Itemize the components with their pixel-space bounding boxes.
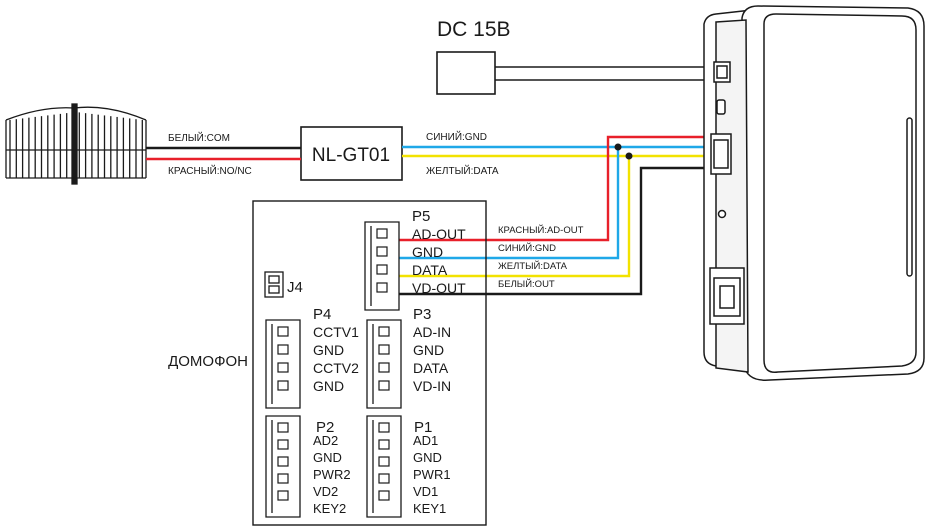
connector-pin xyxy=(378,344,390,355)
connector-pin-label: GND xyxy=(413,450,442,465)
connector-pin xyxy=(378,362,390,373)
connector-name-p2: P2 xyxy=(316,419,334,436)
connector-pin xyxy=(277,362,289,373)
gate-wire-label-white: БЕЛЫЙ:COM xyxy=(168,131,230,144)
connector-pin xyxy=(378,473,390,484)
connector-name-p5: P5 xyxy=(412,208,430,225)
connector-pin-label: VD2 xyxy=(313,484,338,499)
module-wire-label-yellow: ЖЕЛТЫЙ:DATA xyxy=(426,164,499,177)
connector-pin xyxy=(376,282,388,293)
p5-wires xyxy=(394,135,704,296)
j4-connector xyxy=(264,271,284,298)
intercom-label: ДОМОФОН xyxy=(168,353,248,370)
connector-name-p4: P4 xyxy=(313,306,331,323)
module-wire-label-blue: СИНИЙ:GND xyxy=(426,130,487,143)
connector-pin xyxy=(376,228,388,239)
p5-wire-label-yellow: ЖЕЛТЫЙ:DATA xyxy=(498,260,568,272)
connector-pin-label: DATA xyxy=(412,262,448,278)
connector-pin-label: GND xyxy=(413,342,444,358)
module-wires xyxy=(402,145,704,158)
connector-pin-label: AD-IN xyxy=(413,324,451,340)
device-unit xyxy=(703,5,925,381)
connector-pin xyxy=(378,380,390,391)
connector-pin xyxy=(376,264,388,275)
connector-pin-label: GND xyxy=(313,378,344,394)
connector-pin xyxy=(277,456,289,467)
connector-pin xyxy=(376,246,388,257)
connector-pin xyxy=(378,439,390,450)
connector-pin xyxy=(277,473,289,484)
connector-pin-label: AD-OUT xyxy=(412,226,466,242)
gate-icon xyxy=(5,103,147,185)
connector-pin-label: DATA xyxy=(413,360,449,376)
connector-pin xyxy=(277,490,289,501)
p5-wire-label-black: БЕЛЫЙ:OUT xyxy=(498,278,555,290)
connector-name-p1: P1 xyxy=(414,419,432,436)
connector-pin xyxy=(277,439,289,450)
connector-pin xyxy=(277,326,289,337)
connector-pin-label: PWR2 xyxy=(313,467,351,482)
p5-wire-label-blue: СИНИЙ:GND xyxy=(498,242,556,254)
connector-pin-label: VD1 xyxy=(413,484,438,499)
connector-pin-label: CCTV2 xyxy=(313,360,359,376)
connector-pin xyxy=(277,380,289,391)
connector-pin xyxy=(378,326,390,337)
j4-label: J4 xyxy=(287,279,303,296)
intercom-board xyxy=(252,200,487,526)
connector-pin-label: GND xyxy=(313,342,344,358)
connector-pin-label: GND xyxy=(313,450,342,465)
gate-wire-label-red: КРАСНЫЙ:NO/NC xyxy=(168,164,252,177)
connector-pin xyxy=(378,422,390,433)
connector-name-p3: P3 xyxy=(413,306,431,323)
connector-pin-label: AD1 xyxy=(413,433,438,448)
junction-dot-yellow xyxy=(625,152,633,160)
p5-wire-label-red: КРАСНЫЙ:AD-OUT xyxy=(498,224,584,236)
connector-pin xyxy=(277,344,289,355)
connector-pin-label: GND xyxy=(412,244,443,260)
connector-pin-label: PWR1 xyxy=(413,467,451,482)
connector-pin-label: VD-OUT xyxy=(412,280,466,296)
connector-pin-label: KEY2 xyxy=(313,501,346,516)
connector-pin-label: KEY1 xyxy=(413,501,446,516)
connector-pin xyxy=(378,456,390,467)
connector-pin xyxy=(277,422,289,433)
power-label: DC 15В xyxy=(437,18,511,41)
connector-pin-label: AD2 xyxy=(313,433,338,448)
junction-dot-blue xyxy=(614,143,622,151)
module-label: NL-GT01 xyxy=(312,145,390,166)
connector-pin xyxy=(378,490,390,501)
connector-pin-label: VD-IN xyxy=(413,378,451,394)
power-supply-box xyxy=(436,51,496,95)
power-cable xyxy=(495,66,704,81)
connector-pin-label: CCTV1 xyxy=(313,324,359,340)
module-box xyxy=(300,126,403,181)
gate-wires xyxy=(146,146,301,161)
